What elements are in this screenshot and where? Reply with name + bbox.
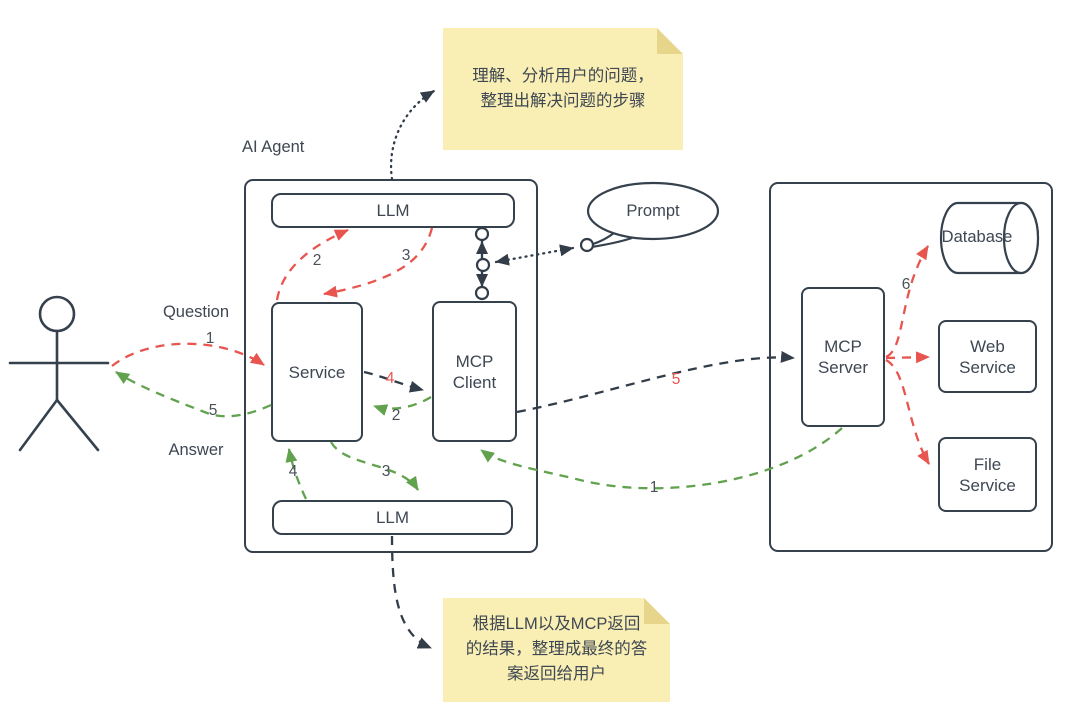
prompt-bubble	[586, 181, 720, 249]
service-box: Service	[271, 302, 363, 442]
arrow-question-6-server-to-web-service	[885, 351, 930, 364]
connector-arrow-down	[476, 274, 488, 287]
user-leg-left	[18, 398, 59, 452]
note-bottom-line2: 的结果，整理成最终的答	[465, 640, 648, 658]
answer-label: Answer	[168, 441, 224, 459]
arrow-answer-5-service-to-user	[115, 371, 272, 418]
user-head	[38, 295, 76, 333]
web-service-label-line2: Service	[959, 357, 1016, 377]
connector-arrow-up	[476, 241, 488, 254]
mcp-server-label-line2: Server	[817, 358, 869, 377]
step-question-1: 1	[205, 330, 215, 347]
file-service-box: File Service	[938, 437, 1037, 512]
llm-top-label: LLM	[376, 201, 410, 220]
llm-top-box: LLM	[271, 193, 515, 228]
step-answer-3: 3	[381, 463, 391, 480]
user-stick-figure	[8, 295, 110, 452]
arrow-question-3-llm-to-service	[323, 227, 434, 298]
black-dashed-arrows	[363, 350, 795, 650]
step-question-6: 6	[901, 276, 911, 293]
mcp-server-box: MCP Server	[801, 287, 885, 427]
step-answer-4: 4	[288, 463, 298, 480]
web-service-label-line1: Web	[970, 336, 1005, 356]
mcp-client-box: MCP Client	[432, 301, 517, 442]
ai-agent-container-box	[244, 179, 538, 553]
arrow-question-1-user-to-service	[111, 342, 265, 367]
service-label: Service	[288, 362, 346, 382]
connector-node-middle	[475, 257, 491, 273]
note-final-answer: 根据LLM以及MCP返回 的结果，整理成最终的答 案返回给用户	[443, 598, 670, 702]
ai-agent-label: AI Agent	[242, 138, 305, 156]
connector-node-top	[474, 226, 490, 242]
mcp-server-container-box	[769, 182, 1053, 552]
arrow-prompt-link	[494, 244, 575, 266]
database-cylinder	[939, 201, 1040, 275]
mcp-server-label-line1: MCP	[824, 337, 862, 356]
step-answer-2: 2	[391, 407, 401, 424]
step-answer-5: 5	[208, 402, 218, 419]
note-bottom-line3: 案返回给用户	[507, 665, 606, 683]
step-question-5: 5	[671, 371, 681, 388]
arrow-agent-to-analyze-note	[389, 89, 436, 181]
step-question-2: 2	[312, 252, 322, 269]
database-label: Database	[941, 228, 1013, 246]
arrow-llm-to-answer-note	[390, 535, 432, 650]
note-bottom-line1: 根据LLM以及MCP返回	[472, 615, 641, 633]
arrow-question-6-server-to-database	[885, 245, 929, 359]
connector-node-bottom	[474, 285, 490, 301]
arrow-answer-1-server-to-client	[480, 427, 843, 490]
llm-bottom-box: LLM	[272, 500, 513, 535]
arrow-question-6-server-to-file-service	[885, 358, 930, 465]
dotted-arrows	[389, 89, 575, 266]
arrow-question-2-service-to-llm	[275, 228, 349, 301]
note-fold-corner	[657, 28, 683, 54]
step-answer-1: 1	[649, 479, 659, 496]
question-label: Question	[162, 303, 230, 321]
mcp-client-label-line2: Client	[452, 372, 497, 392]
arrow-question-4-service-to-mcp-client	[363, 370, 424, 393]
note-top-line2: 整理出解决问题的步骤	[480, 92, 646, 110]
user-leg-right	[55, 398, 100, 452]
file-service-label-line2: Service	[959, 475, 1016, 495]
llm-bottom-label: LLM	[375, 508, 410, 527]
note-analyze-question: 理解、分析用户的问题， 整理出解决问题的步骤	[443, 28, 683, 150]
answer-flow-arrows	[115, 371, 843, 500]
arrow-answer-3-service-to-llm	[329, 441, 419, 491]
question-flow-arrows	[111, 227, 930, 465]
arrow-answer-2-client-to-service	[373, 396, 432, 416]
prompt-label: Prompt	[626, 202, 680, 220]
step-question-3: 3	[401, 247, 411, 264]
note-fold-corner	[644, 598, 670, 624]
web-service-box: Web Service	[938, 320, 1037, 393]
file-service-label-line1: File	[973, 454, 1002, 474]
arrow-question-5-client-to-server	[516, 350, 795, 414]
mcp-client-label-line1: MCP	[455, 351, 494, 371]
llm-client-connector	[474, 226, 595, 301]
step-question-4: 4	[385, 370, 395, 387]
arrow-answer-4-llm-to-service	[285, 448, 308, 500]
note-top-line1: 理解、分析用户的问题，	[472, 67, 654, 85]
prompt-tail-node	[579, 237, 595, 253]
